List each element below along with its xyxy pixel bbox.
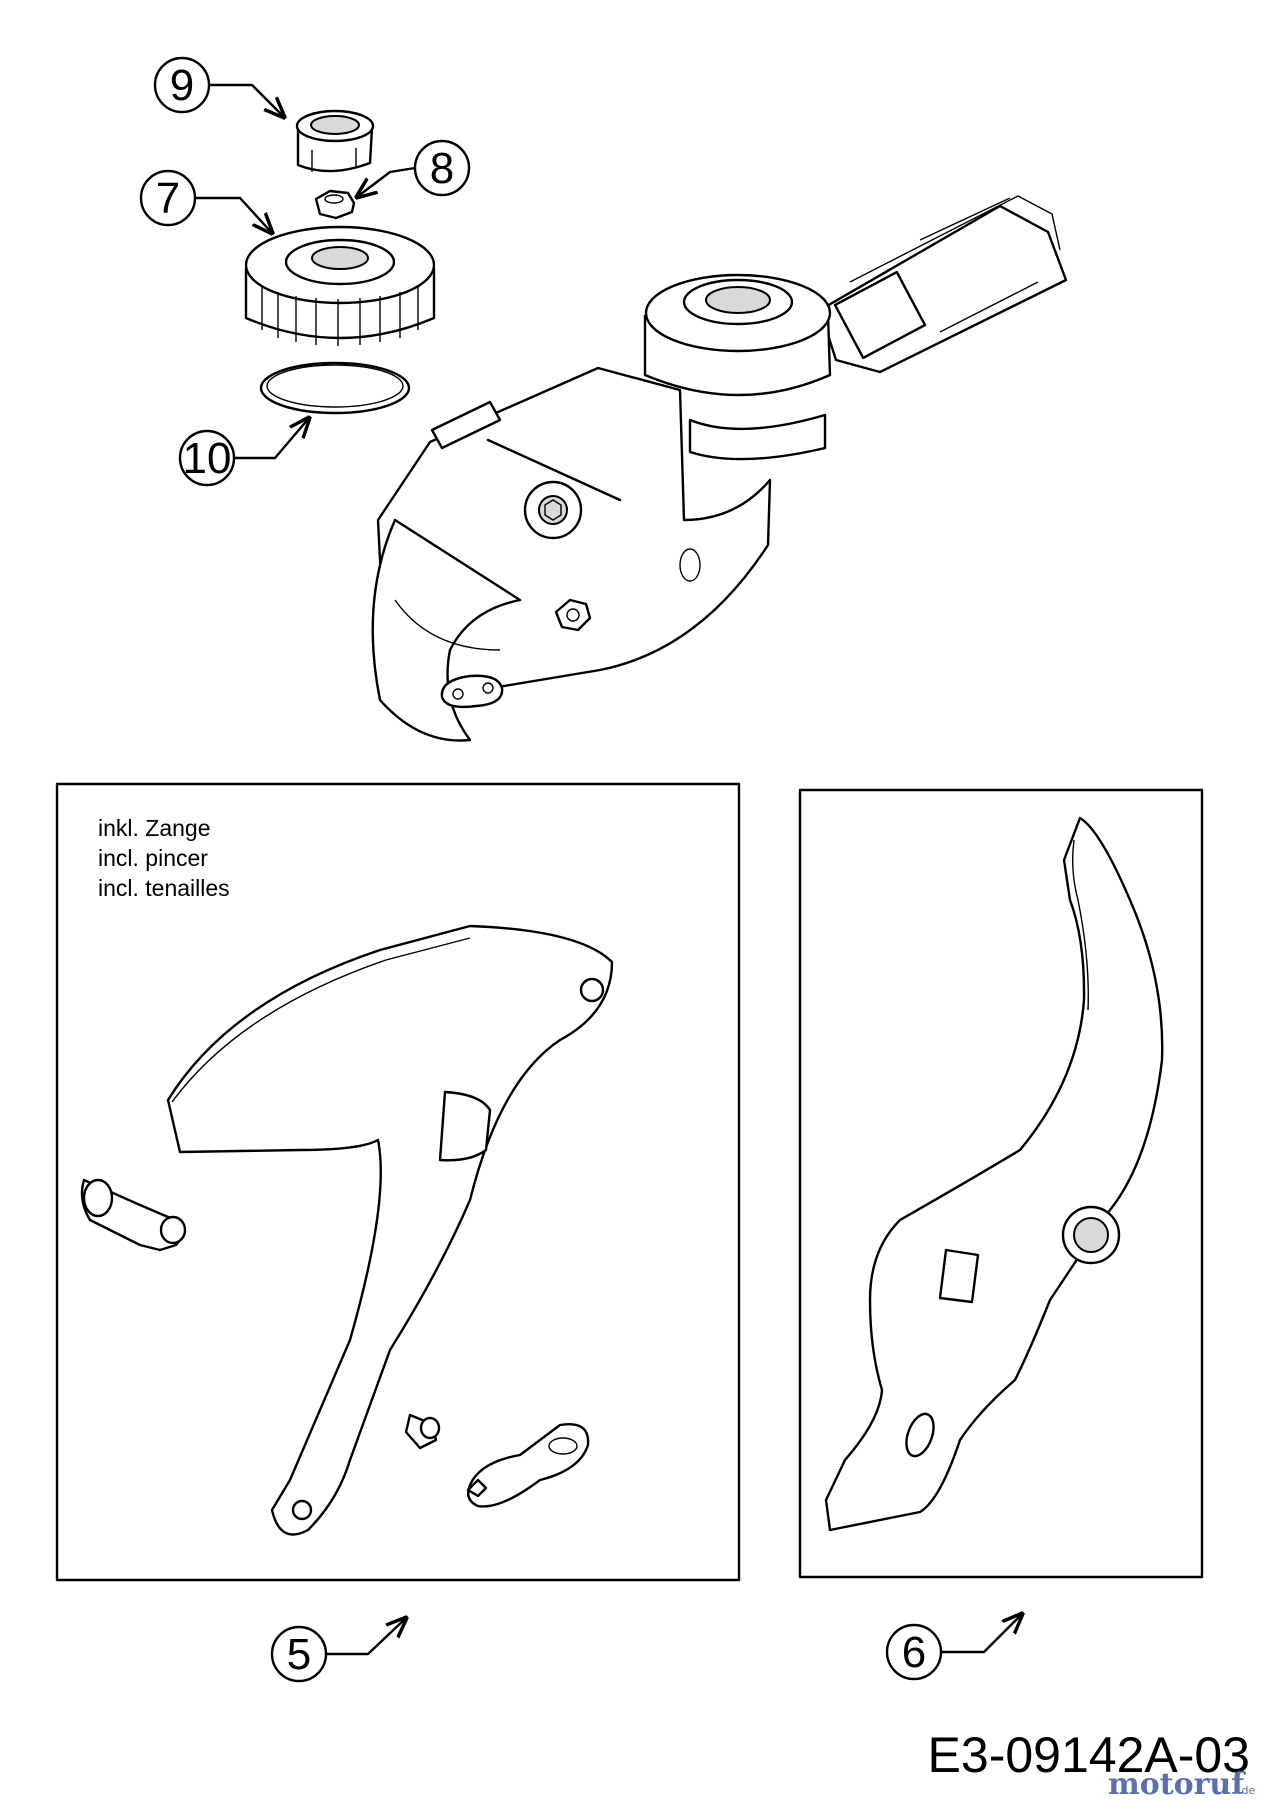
note-line-en: incl. pincer <box>98 845 208 871</box>
note-line-de: inkl. Zange <box>98 815 211 841</box>
kit-6-frame <box>798 788 1204 1579</box>
callout-9-label: 9 <box>170 61 194 110</box>
callout-10: 10 <box>178 418 309 487</box>
part-5-shoulder-pin <box>404 1413 441 1450</box>
watermark-brand: motoruf <box>1108 1767 1246 1800</box>
kit-5-frame <box>55 782 741 1582</box>
part-9-dial-cap <box>295 109 375 173</box>
callout-6-label: 6 <box>902 1628 926 1677</box>
document-id: E3-09142A-03 <box>928 1727 1250 1783</box>
part-8-nut <box>314 189 356 220</box>
callout-5-label: 5 <box>287 1630 311 1679</box>
callout-8: 8 <box>357 139 471 197</box>
callout-7-label: 7 <box>156 174 180 223</box>
part-7-knurled-ring <box>244 225 436 346</box>
callout-10-label: 10 <box>183 434 232 483</box>
part-5-pin <box>80 1178 187 1252</box>
note-line-fr: incl. tenailles <box>98 875 230 901</box>
part-10-o-ring <box>259 361 411 415</box>
callout-6: 6 <box>885 1614 1022 1681</box>
watermark-tld: .de <box>1238 1784 1255 1797</box>
kit-5-note: inkl. Zange incl. pincer incl. tenailles <box>98 815 230 901</box>
callout-9: 9 <box>153 56 284 117</box>
part-6-cutting-blade <box>824 816 1164 1532</box>
pruner-head-assembly <box>371 195 1068 742</box>
callout-5: 5 <box>270 1618 406 1683</box>
watermark: motoruf .de <box>1108 1767 1255 1800</box>
part-5-anvil-blade <box>166 924 614 1536</box>
callout-7: 7 <box>139 169 272 233</box>
callout-8-label: 8 <box>430 144 454 193</box>
part-5-link <box>466 1423 590 1508</box>
